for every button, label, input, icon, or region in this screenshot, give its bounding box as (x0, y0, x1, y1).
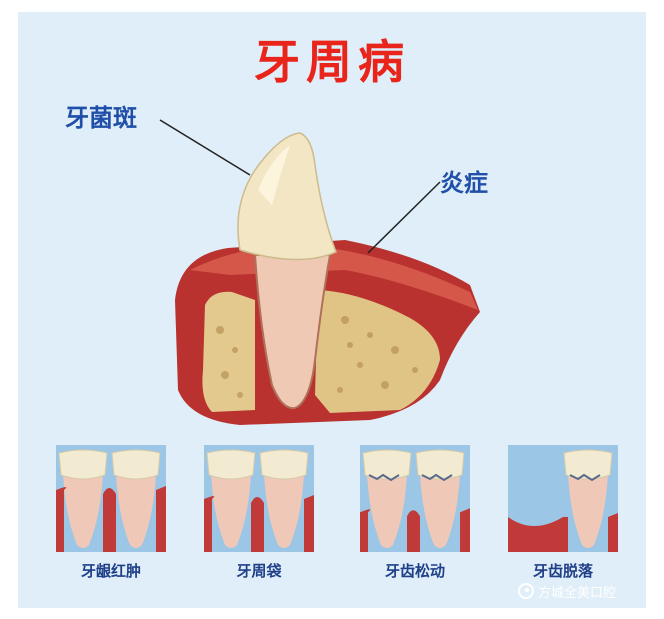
stage-caption-2: 牙周袋 (236, 562, 282, 580)
tooth-crown (259, 449, 309, 480)
label-inflammation: 炎症 (440, 169, 488, 197)
gum-tissue (56, 486, 166, 552)
gum-tissue (360, 508, 470, 552)
stage-panel-2 (204, 445, 314, 552)
bone-texture (216, 316, 418, 398)
stage-caption-1: 牙龈红肿 (80, 562, 141, 580)
tooth-root (367, 473, 407, 548)
tooth-crown (58, 449, 108, 480)
stage-drawing (56, 449, 166, 552)
plaque-buildup (421, 473, 453, 482)
stage-panel-1 (56, 445, 166, 552)
gum-tissue (508, 513, 618, 552)
tooth-root (116, 473, 156, 548)
stage-drawing (360, 449, 470, 552)
diagram-title: 牙周病 (254, 35, 410, 89)
tooth-crown (111, 449, 161, 480)
tooth-root (63, 473, 103, 548)
plaque-buildup (368, 473, 400, 482)
stage-panel-3 (360, 445, 470, 552)
stage-drawing (204, 449, 314, 552)
watermark: 方城全美口腔 (518, 578, 658, 604)
stage-caption-4: 牙齿脱落 (532, 562, 593, 580)
gum-tissue (204, 495, 314, 552)
stage-panel-4 (508, 445, 618, 552)
tooth-root (568, 473, 608, 548)
wechat-icon (518, 583, 534, 599)
tooth-highlight (258, 145, 290, 205)
tooth-root (264, 473, 304, 548)
tooth-crown (237, 132, 337, 261)
tooth-crown (206, 449, 256, 480)
label-plaque: 牙菌斑 (65, 104, 137, 132)
plaque-buildup (569, 473, 601, 482)
bone-left (202, 291, 255, 412)
stage-caption-3: 牙齿松动 (384, 562, 445, 580)
stage-drawing (508, 449, 618, 552)
tooth-root (420, 473, 460, 548)
tooth-root (253, 254, 332, 410)
tooth-root (211, 473, 251, 548)
watermark-text: 方城全美口腔 (538, 585, 617, 601)
